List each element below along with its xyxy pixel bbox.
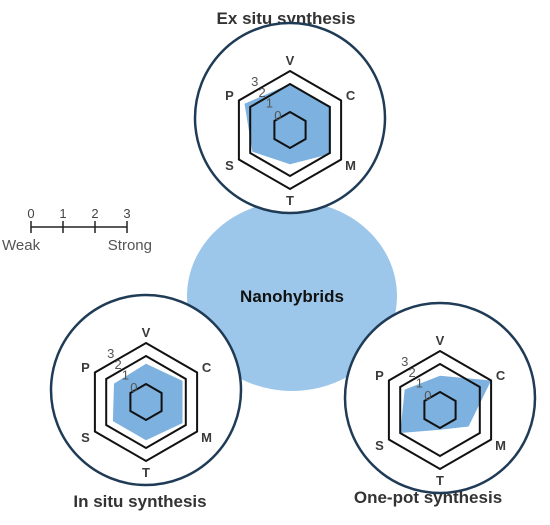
strength-scale: 0 1 2 3 Weak Strong [2, 206, 152, 254]
in-situ-axis-label-p: P [81, 360, 90, 375]
one-pot-axis-label-v: V [436, 333, 445, 348]
one-pot-ring-0 [423, 390, 457, 430]
one-pot-ring-label: 3 [401, 354, 408, 369]
one-pot-ring-label: 2 [408, 365, 415, 380]
ex-situ-ring-label: 1 [266, 96, 273, 111]
ex-situ-ring-label: 0 [274, 108, 281, 123]
ex-situ-ring-3 [237, 69, 343, 191]
ex-situ-axis-label-c: C [346, 88, 356, 103]
ex-situ-ring-label: 3 [251, 74, 258, 89]
one-pot-ring-label: 1 [416, 376, 423, 391]
one-pot-axis-label-p: P [375, 368, 384, 383]
ex-situ-axis-label-m: M [345, 158, 356, 173]
ex-situ-ring-2 [249, 82, 331, 178]
ex-situ-axis-label-s: S [225, 158, 234, 173]
in-situ-axis-label-v: V [142, 325, 151, 340]
in-situ-axis-label-m: M [201, 430, 212, 445]
one-pot-ring-3 [387, 349, 493, 471]
one-pot-value-polygon [400, 375, 492, 433]
in-situ-axis-label-s: S [81, 430, 90, 445]
in-situ-ring-label: 3 [107, 346, 114, 361]
scale-strong-label: Strong [108, 237, 152, 254]
ex-situ-title: Ex situ synthesis [217, 9, 356, 28]
scale-tick-label: 0 [27, 206, 34, 221]
in-situ-axis-label-c: C [202, 360, 212, 375]
nanohybrids-label: Nanohybrids [240, 287, 344, 306]
ex-situ-ring-0 [273, 110, 307, 150]
scale-tick-label: 3 [123, 206, 130, 221]
in-situ-ring-label: 1 [122, 368, 129, 383]
ex-situ-axis-label-v: V [286, 53, 295, 68]
scale-tick-label: 1 [59, 206, 66, 221]
ex-situ-axis-label-t: T [286, 193, 294, 208]
ex-situ-axis-label-p: P [225, 88, 234, 103]
ex-situ-ring-label: 2 [258, 85, 265, 100]
one-pot-axis-label-t: T [436, 473, 444, 488]
ex-situ-value-polygon [244, 84, 331, 165]
in-situ-ring-0 [129, 382, 163, 422]
one-pot-title: One-pot synthesis [354, 488, 502, 507]
in-situ-ring-label: 2 [114, 357, 121, 372]
in-situ-ring-label: 0 [130, 380, 137, 395]
nanohybrids-bubble [187, 201, 397, 391]
scale-weak-label: Weak [2, 237, 41, 254]
in-situ-ring-3 [93, 341, 199, 463]
in-situ-axis-label-t: T [142, 465, 150, 480]
one-pot-ring-label: 0 [424, 388, 431, 403]
one-pot-axis-label-m: M [495, 438, 506, 453]
in-situ-ring-2 [105, 354, 187, 450]
in-situ-title: In situ synthesis [73, 492, 206, 511]
scale-tick-label: 2 [91, 206, 98, 221]
one-pot-axis-label-c: C [496, 368, 506, 383]
in-situ-value-polygon [112, 363, 183, 441]
one-pot-axis-label-s: S [375, 438, 384, 453]
one-pot-ring-2 [399, 362, 481, 458]
